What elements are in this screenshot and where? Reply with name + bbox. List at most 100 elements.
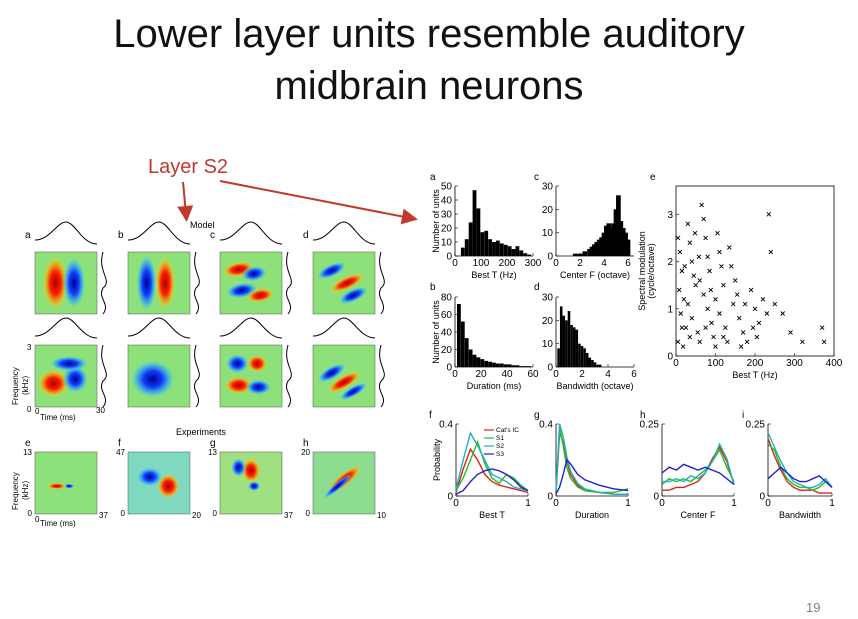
chart-e-point-18 (699, 202, 704, 208)
chart-d-bar-9 (580, 346, 584, 367)
chart-e-point-16 (695, 330, 701, 335)
layer-arrow-down (177, 181, 194, 222)
time-profile-mid-a (34, 317, 98, 339)
freq-axis-label-exp: Frequency (11, 472, 20, 510)
freq-axis-label-model: Frequency (11, 367, 20, 405)
strf-model-mid-d (312, 344, 376, 408)
chart-b-bar-5 (476, 357, 481, 367)
strf-exp-g-blob-0 (241, 458, 261, 483)
chart-g-ytick-0: 0 (547, 492, 553, 503)
strf-exp-g-blob-1 (231, 458, 247, 477)
strf-model-mid-c-bg (219, 344, 283, 408)
chart-e-point-51 (780, 311, 785, 316)
chart-b-ytick-1: 20 (441, 345, 453, 356)
chart-e-point-45 (756, 320, 762, 326)
strf-model-mid-b-blob-0 (131, 360, 175, 398)
slide-title-line1: Lower layer units resemble auditory (113, 12, 745, 56)
strf-model-mid-c-blob-2 (224, 376, 253, 394)
layer-label: Layer S2 (148, 156, 229, 178)
chart-a-xtick-2: 200 (499, 258, 516, 269)
model-x-left: 0 (35, 407, 40, 416)
strf-model-top-a-blob-1 (62, 258, 86, 308)
chart-c-xtick-2: 4 (601, 258, 607, 269)
chart-d-bar-16 (598, 364, 602, 367)
exp-e-y-top: 13 (23, 448, 32, 457)
chart-e-point-1 (677, 249, 683, 255)
chart-b-bar-10 (495, 363, 500, 367)
exp-e-y-bottom: 0 (28, 509, 33, 518)
chart-c-bar-9 (601, 232, 607, 256)
panel-letter-c: c (210, 230, 215, 241)
chart-b-bar-12 (503, 364, 508, 367)
chart-e-point-5 (678, 311, 684, 316)
chart-c-ytick-1: 10 (542, 228, 554, 239)
chart-b-ytick-0: 0 (446, 363, 452, 374)
chart-i-series-2 (767, 432, 833, 489)
time-axis-label-model: Time (ms) (40, 413, 76, 422)
chart-a-xtick-1: 100 (473, 258, 490, 269)
panel-letter-f: f (118, 438, 121, 449)
chart-f-ytick-1: 0.4 (439, 420, 453, 431)
strf-model-top-c-bg (219, 251, 283, 315)
chart-d-bar-13 (591, 360, 594, 367)
chart-e-point-40 (736, 315, 742, 321)
chart-b-ylabel-0: Number of units (431, 300, 441, 364)
chart-c-ytick-3: 30 (542, 182, 554, 193)
time-profile-top-b (127, 221, 191, 245)
chart-b-bar-14 (511, 365, 516, 367)
model-y-bottom: 0 (27, 405, 32, 414)
chart-d-ytick-2: 20 (542, 316, 554, 327)
chart-c-bar-17 (620, 228, 626, 256)
strf-exp-g (219, 451, 283, 515)
chart-f-xtick-0: 0 (453, 498, 459, 509)
exp-e-x-right: 37 (99, 511, 108, 520)
time-profile-mid-c (219, 317, 283, 339)
chart-a-letter: a (430, 172, 436, 183)
chart-a-bar-11 (503, 244, 508, 256)
chart-e-point-31 (719, 263, 724, 269)
chart-a-ytick-1: 10 (441, 238, 453, 249)
chart-e-point-12 (691, 273, 697, 279)
chart-c-ytick-2: 20 (542, 205, 554, 216)
chart-c-bar-15 (616, 195, 621, 256)
chart-e-point-6 (683, 325, 689, 330)
chart-g-xtick-0: 0 (553, 498, 559, 509)
chart-a-ytick-4: 40 (441, 196, 453, 207)
chart-e-point-35 (723, 325, 728, 330)
strf-exp-bg-e (34, 451, 98, 515)
chart-d-bar-5 (570, 325, 573, 367)
strf-model-mid-a (34, 344, 98, 408)
chart-b-ytick-4: 80 (441, 293, 453, 304)
strf-model-top-c-blob-1 (241, 266, 267, 282)
chart-b-bar-1 (460, 321, 465, 367)
chart-f-xlabel: Best T (479, 510, 505, 520)
layer-arrow-right (219, 180, 418, 225)
chart-a-bar-16 (523, 253, 528, 256)
exp-f-y-bottom: 0 (121, 509, 126, 518)
chart-a-bar-13 (511, 249, 516, 256)
model-x-right: 30 (96, 406, 105, 415)
strf-model-mid-c-blob-3 (246, 379, 271, 395)
model-label: Model (190, 220, 215, 230)
chart-i-ytick-1: 0.25 (746, 420, 766, 431)
chart-a-bar-9 (495, 240, 500, 256)
chart-h-series-0 (662, 445, 735, 491)
strf-model-top-a (34, 251, 98, 315)
exp-g-y-bottom: 0 (213, 509, 218, 518)
strf-model-mid-c-blob-1 (247, 354, 268, 373)
chart-b-bar-0 (456, 304, 461, 367)
panel-letter-a: a (25, 230, 31, 241)
slide-title: Lower layer units resemble auditory midb… (0, 8, 858, 112)
chart-a-xtick-3: 300 (525, 258, 542, 269)
strf-model-mid-d-blob-2 (339, 382, 367, 401)
exp-h-y-top: 20 (301, 448, 310, 457)
chart-b-xtick-2: 40 (501, 369, 513, 380)
chart-i-series-3 (767, 466, 833, 488)
chart-c-bar-18 (623, 232, 628, 256)
